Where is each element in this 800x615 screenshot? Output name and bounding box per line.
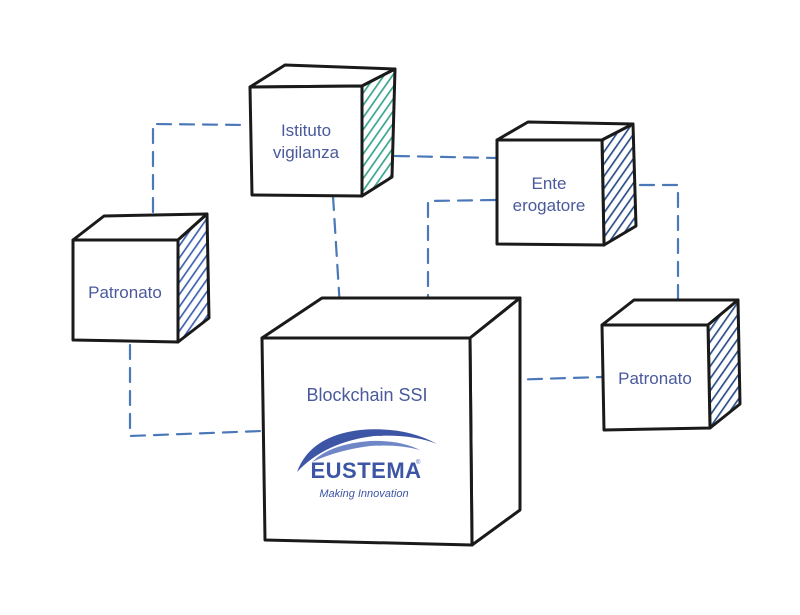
logo-swoosh-inner — [312, 440, 420, 462]
node-ente-erogatore: Ente erogatore — [495, 120, 638, 247]
cube-side-face-hatched — [600, 122, 638, 247]
edge-istituto-to-blockchain — [331, 194, 342, 310]
cube-front-face — [495, 138, 606, 247]
edge-patronato-left-to-blockchain — [128, 343, 264, 438]
node-label-line1: Ente — [532, 174, 567, 193]
edge-ente-to-patronato-right — [638, 183, 680, 302]
node-blockchain-ssi: Blockchain SSI EUSTEMA ® Making Innovati… — [260, 296, 522, 547]
edge-patronato-left-to-istituto — [151, 122, 250, 214]
node-label: Patronato — [88, 283, 162, 302]
connectors — [128, 122, 680, 438]
logo-wordmark: EUSTEMA — [310, 458, 421, 483]
node-label-line2: erogatore — [513, 196, 586, 215]
node-patronato-right: Patronato — [600, 298, 742, 432]
node-istituto-vigilanza: Istituto vigilanza — [248, 63, 397, 198]
eustema-logo: EUSTEMA ® Making Innovation — [297, 429, 437, 500]
cube-side-face-hatched — [706, 298, 742, 430]
cube-front-face — [248, 84, 364, 198]
cube-front-face — [600, 323, 712, 432]
node-label-line2: vigilanza — [273, 143, 340, 162]
logo-swoosh-outer — [297, 429, 437, 472]
edge-blockchain-to-patronato-right — [503, 375, 604, 382]
edge-istituto-to-ente — [393, 154, 499, 160]
logo-tagline: Making Innovation — [319, 488, 408, 500]
logo-registered-mark: ® — [416, 459, 421, 466]
node-label: Patronato — [618, 369, 692, 388]
cube-side-face-hatched — [360, 67, 397, 198]
node-label: Blockchain SSI — [306, 385, 427, 405]
cube-front-face — [71, 238, 180, 344]
node-patronato-left: Patronato — [71, 212, 211, 344]
node-label-line1: Istituto — [281, 121, 331, 140]
cube-side-face — [468, 296, 522, 547]
edge-ente-to-blockchain — [426, 198, 497, 312]
